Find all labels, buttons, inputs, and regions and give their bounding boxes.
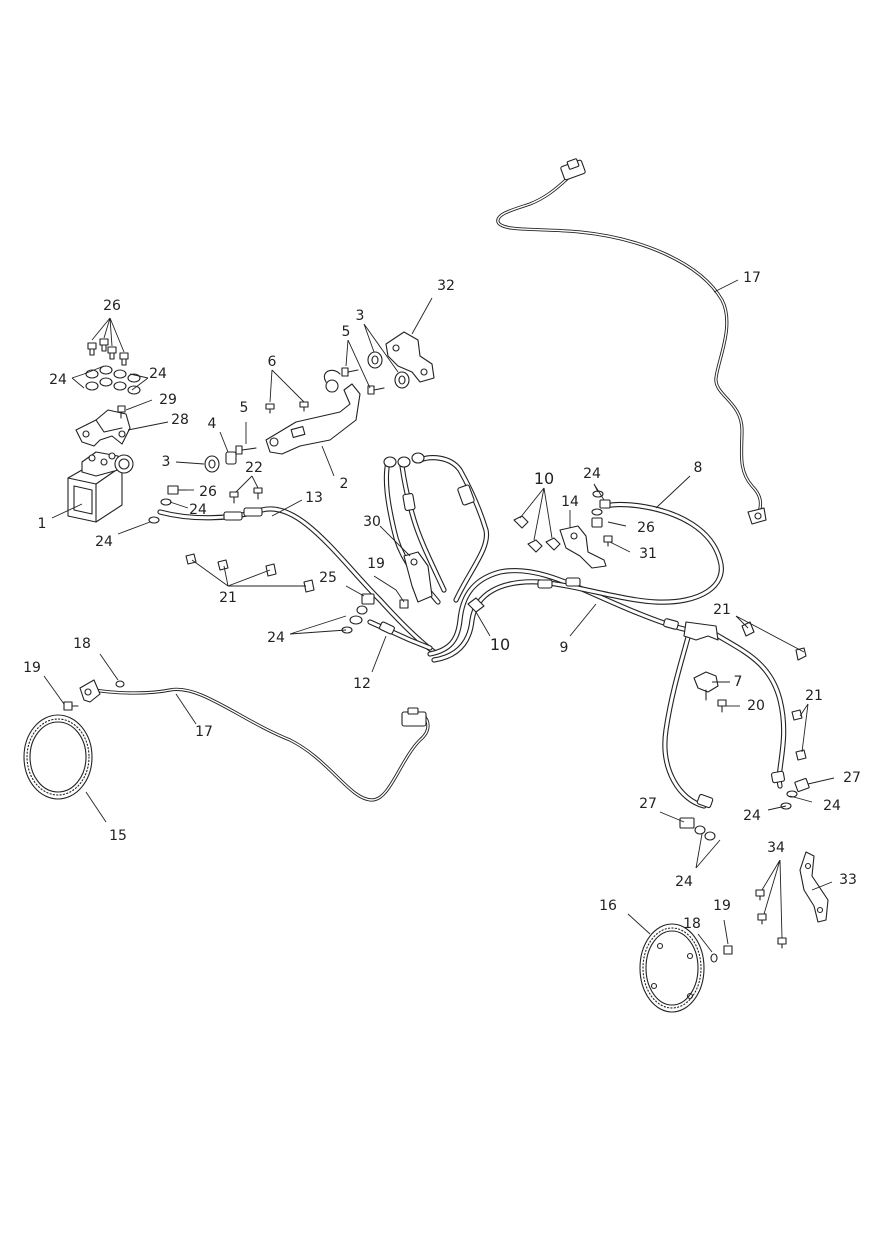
callout-17-bottom: 17 xyxy=(195,724,213,740)
banjo-bolt-25 xyxy=(341,593,375,634)
callout-2: 2 xyxy=(340,476,349,492)
callout-13: 13 xyxy=(305,490,323,506)
bracket-32 xyxy=(385,331,435,383)
callout-10-bottom: 10 xyxy=(490,635,510,654)
callout-1: 1 xyxy=(38,516,47,532)
rear-brake-hoses xyxy=(662,621,787,809)
callout-19-right: 19 xyxy=(713,898,731,914)
spacer-4 xyxy=(225,451,237,465)
callout-27-right: 27 xyxy=(843,770,861,786)
screw-18-right xyxy=(710,953,718,963)
rear-wheel-speed-sensor xyxy=(496,158,767,525)
valve-7 xyxy=(693,671,719,701)
clips-10-top xyxy=(513,515,561,553)
callout-27-left: 27 xyxy=(639,796,657,812)
banjo-bolt-27-left xyxy=(679,817,716,841)
callout-24-rear-left: 24 xyxy=(675,874,693,890)
callout-17-top: 17 xyxy=(743,270,761,286)
brake-hose-12 xyxy=(367,619,433,651)
callout-22: 22 xyxy=(245,460,263,476)
callout-24-hose-12: 24 xyxy=(267,630,285,646)
callout-7: 7 xyxy=(734,674,743,690)
callout-31: 31 xyxy=(639,546,657,562)
clips-21-left xyxy=(185,553,315,593)
callout-5-right: 5 xyxy=(342,324,351,340)
mounting-bracket-2 xyxy=(265,369,361,455)
bracket-30 xyxy=(403,551,433,603)
brake-hose-13 xyxy=(157,506,437,655)
clips-21-right xyxy=(741,621,807,761)
bolts-5-right xyxy=(341,367,385,395)
callout-6: 6 xyxy=(268,354,277,370)
abs-modulator xyxy=(67,451,134,523)
bolt-5-left xyxy=(235,445,257,455)
screw-31 xyxy=(603,535,613,547)
grommets-3-right xyxy=(367,351,410,389)
bracket-14 xyxy=(559,525,607,569)
callout-25: 25 xyxy=(319,570,337,586)
callout-26-abs-banjo: 26 xyxy=(199,484,217,500)
front-wheel-speed-sensor xyxy=(79,679,430,802)
rear-abs-ring xyxy=(639,923,705,1013)
grommet-3-left xyxy=(204,455,220,473)
banjo-fitting-8 xyxy=(591,490,611,528)
callout-4: 4 xyxy=(208,416,217,432)
sealing-washers-24-grid xyxy=(85,365,141,395)
callout-24-rear-right: 24 xyxy=(823,798,841,814)
bolts-34 xyxy=(755,889,787,949)
callout-21-left: 21 xyxy=(219,590,237,606)
callout-32: 32 xyxy=(437,278,455,294)
callout-14: 14 xyxy=(561,494,579,510)
front-abs-ring xyxy=(23,714,93,800)
bolts-26-group xyxy=(87,338,129,366)
callout-24-rear-mid: 24 xyxy=(743,808,761,824)
screw-19-left xyxy=(63,701,79,711)
callout-15: 15 xyxy=(109,828,127,844)
callout-33: 33 xyxy=(839,872,857,888)
screws-6 xyxy=(265,401,309,414)
callout-18-right: 18 xyxy=(683,916,701,932)
screw-20 xyxy=(717,699,727,713)
callout-24-abs-banjo: 24 xyxy=(189,502,207,518)
callout-5-left: 5 xyxy=(240,400,249,416)
callout-3-left: 3 xyxy=(162,454,171,470)
clip-10-bottom xyxy=(467,597,485,613)
callout-28: 28 xyxy=(171,412,189,428)
screw-18-left xyxy=(115,680,125,688)
callout-12: 12 xyxy=(353,676,371,692)
callout-8: 8 xyxy=(694,460,703,476)
callout-19-mid: 19 xyxy=(367,556,385,572)
bolts-22 xyxy=(229,487,263,504)
bracket-33 xyxy=(799,851,829,923)
abs-bracket xyxy=(75,409,131,447)
callout-24-abs-lower: 24 xyxy=(95,534,113,550)
callout-labels: 1 2 3 3 4 5 5 6 7 8 9 10 10 12 13 14 15 … xyxy=(23,270,861,932)
callout-9: 9 xyxy=(560,640,569,656)
callout-20: 20 xyxy=(747,698,765,714)
callout-24-abs-right: 24 xyxy=(149,366,167,382)
callout-29: 29 xyxy=(159,392,177,408)
callout-24-abs-left: 24 xyxy=(49,372,67,388)
callout-26-pipe-8: 26 xyxy=(637,520,655,536)
callout-30: 30 xyxy=(363,514,381,530)
callout-21-top-right: 21 xyxy=(713,602,731,618)
screw-19-right xyxy=(723,945,733,955)
screw-29 xyxy=(117,405,126,419)
callout-26-abs-bolts: 26 xyxy=(103,298,121,314)
banjo-bolt-27-right xyxy=(780,777,810,810)
callout-21-right: 21 xyxy=(805,688,823,704)
callout-19-left: 19 xyxy=(23,660,41,676)
callout-16: 16 xyxy=(599,898,617,914)
callout-34: 34 xyxy=(767,840,785,856)
leader-lines xyxy=(43,279,835,953)
callout-24-pipe-8: 24 xyxy=(583,466,601,482)
callout-3-right: 3 xyxy=(356,308,365,324)
screw-19-mid xyxy=(399,599,409,609)
callout-18-left: 18 xyxy=(73,636,91,652)
callout-10-top: 10 xyxy=(534,469,554,488)
